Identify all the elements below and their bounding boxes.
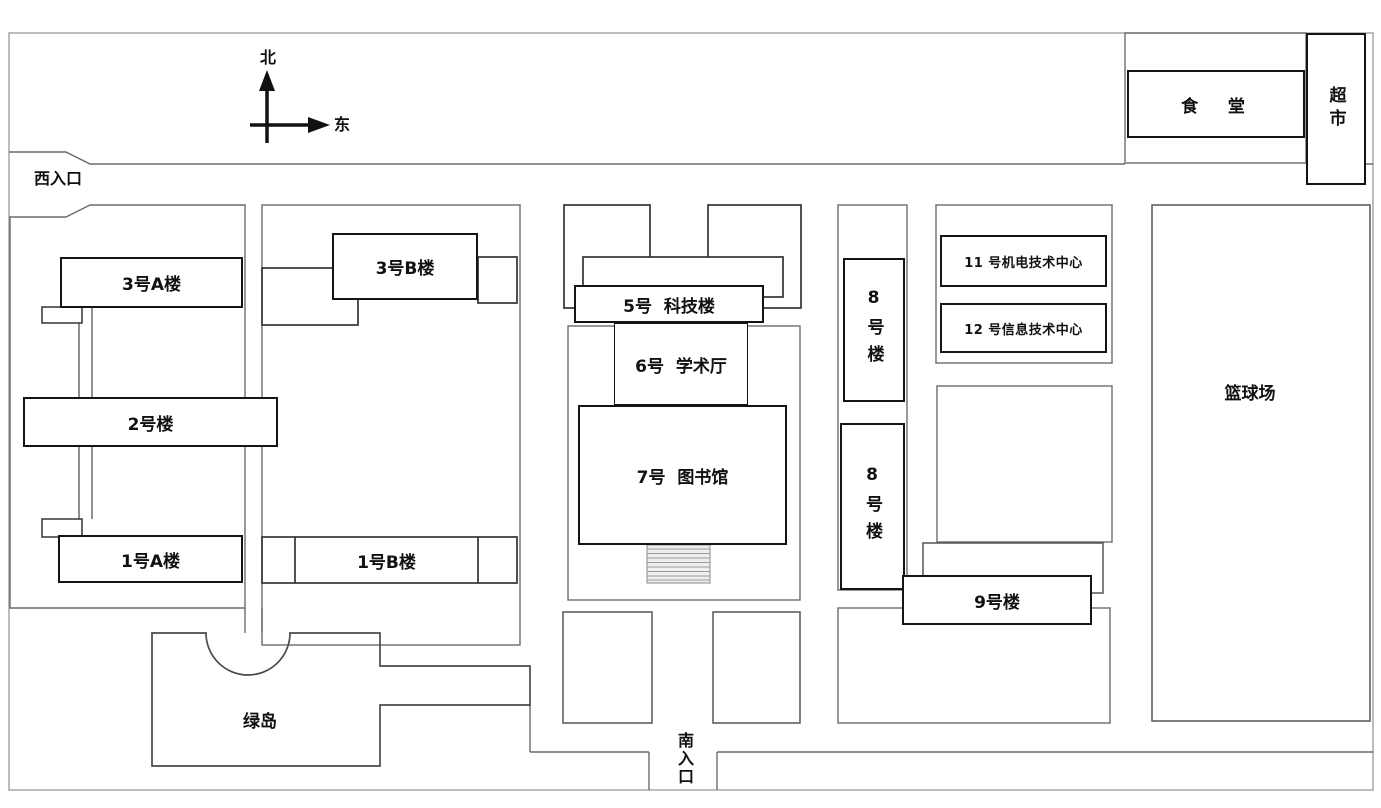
south-entrance-label: 南入口 <box>675 732 694 786</box>
walkway-to-island <box>244 608 263 633</box>
building1b-shell <box>261 536 518 584</box>
compass-east-label: 东 <box>333 115 350 134</box>
basketball-court-outline <box>1151 204 1371 722</box>
building3b-right-wing <box>477 256 518 304</box>
unlabeled-rect-southwest <box>562 611 653 724</box>
building1b-end-caps <box>294 537 479 583</box>
building-3a: 3号A楼 <box>60 257 243 308</box>
library-stairs-icon <box>646 544 711 584</box>
secondary-outlines <box>78 204 1371 767</box>
green-island-outline <box>151 632 531 767</box>
tech-center-block-outline <box>935 204 1113 364</box>
east-strip-outline <box>837 204 908 591</box>
compass-icon <box>250 70 330 143</box>
building-11-mechatronics-center: 11 号机电技术中心 <box>940 235 1107 287</box>
compass-north-label: 北 <box>259 48 276 67</box>
building-6-lecture-hall: 6号 学术厅 <box>614 323 748 405</box>
building-7-library: 7号 图书馆 <box>578 405 787 545</box>
building-3b: 3号B楼 <box>332 233 478 300</box>
building-2: 2号楼 <box>23 397 278 447</box>
green-island-label: 绿岛 <box>243 711 277 732</box>
supermarket: 超市 <box>1306 33 1366 185</box>
west-entrance-label: 西入口 <box>33 169 82 188</box>
building-12-it-center: 12 号信息技术中心 <box>940 303 1107 353</box>
building-1b: 1号B楼 <box>357 552 416 573</box>
left-connector-top <box>41 306 83 324</box>
unlabeled-block-mid <box>936 385 1113 543</box>
building-1a: 1号A楼 <box>58 535 243 583</box>
building-9: 9号楼 <box>902 575 1092 625</box>
building-5-science: 5号 科技楼 <box>574 285 764 323</box>
unlabeled-block-south <box>837 607 1111 724</box>
map-outer-border <box>8 32 1374 791</box>
left-corridor-lines <box>78 308 93 519</box>
south-road-lines <box>529 705 1373 790</box>
basketball-court-label: 篮球场 <box>1224 383 1276 404</box>
unlabeled-rect-southcenter <box>712 611 801 724</box>
west-block-outline <box>9 204 246 609</box>
building-8-south: 8号楼 <box>840 423 905 590</box>
building-8-north: 8号楼 <box>843 258 905 402</box>
canteen: 食 堂 <box>1127 70 1305 138</box>
